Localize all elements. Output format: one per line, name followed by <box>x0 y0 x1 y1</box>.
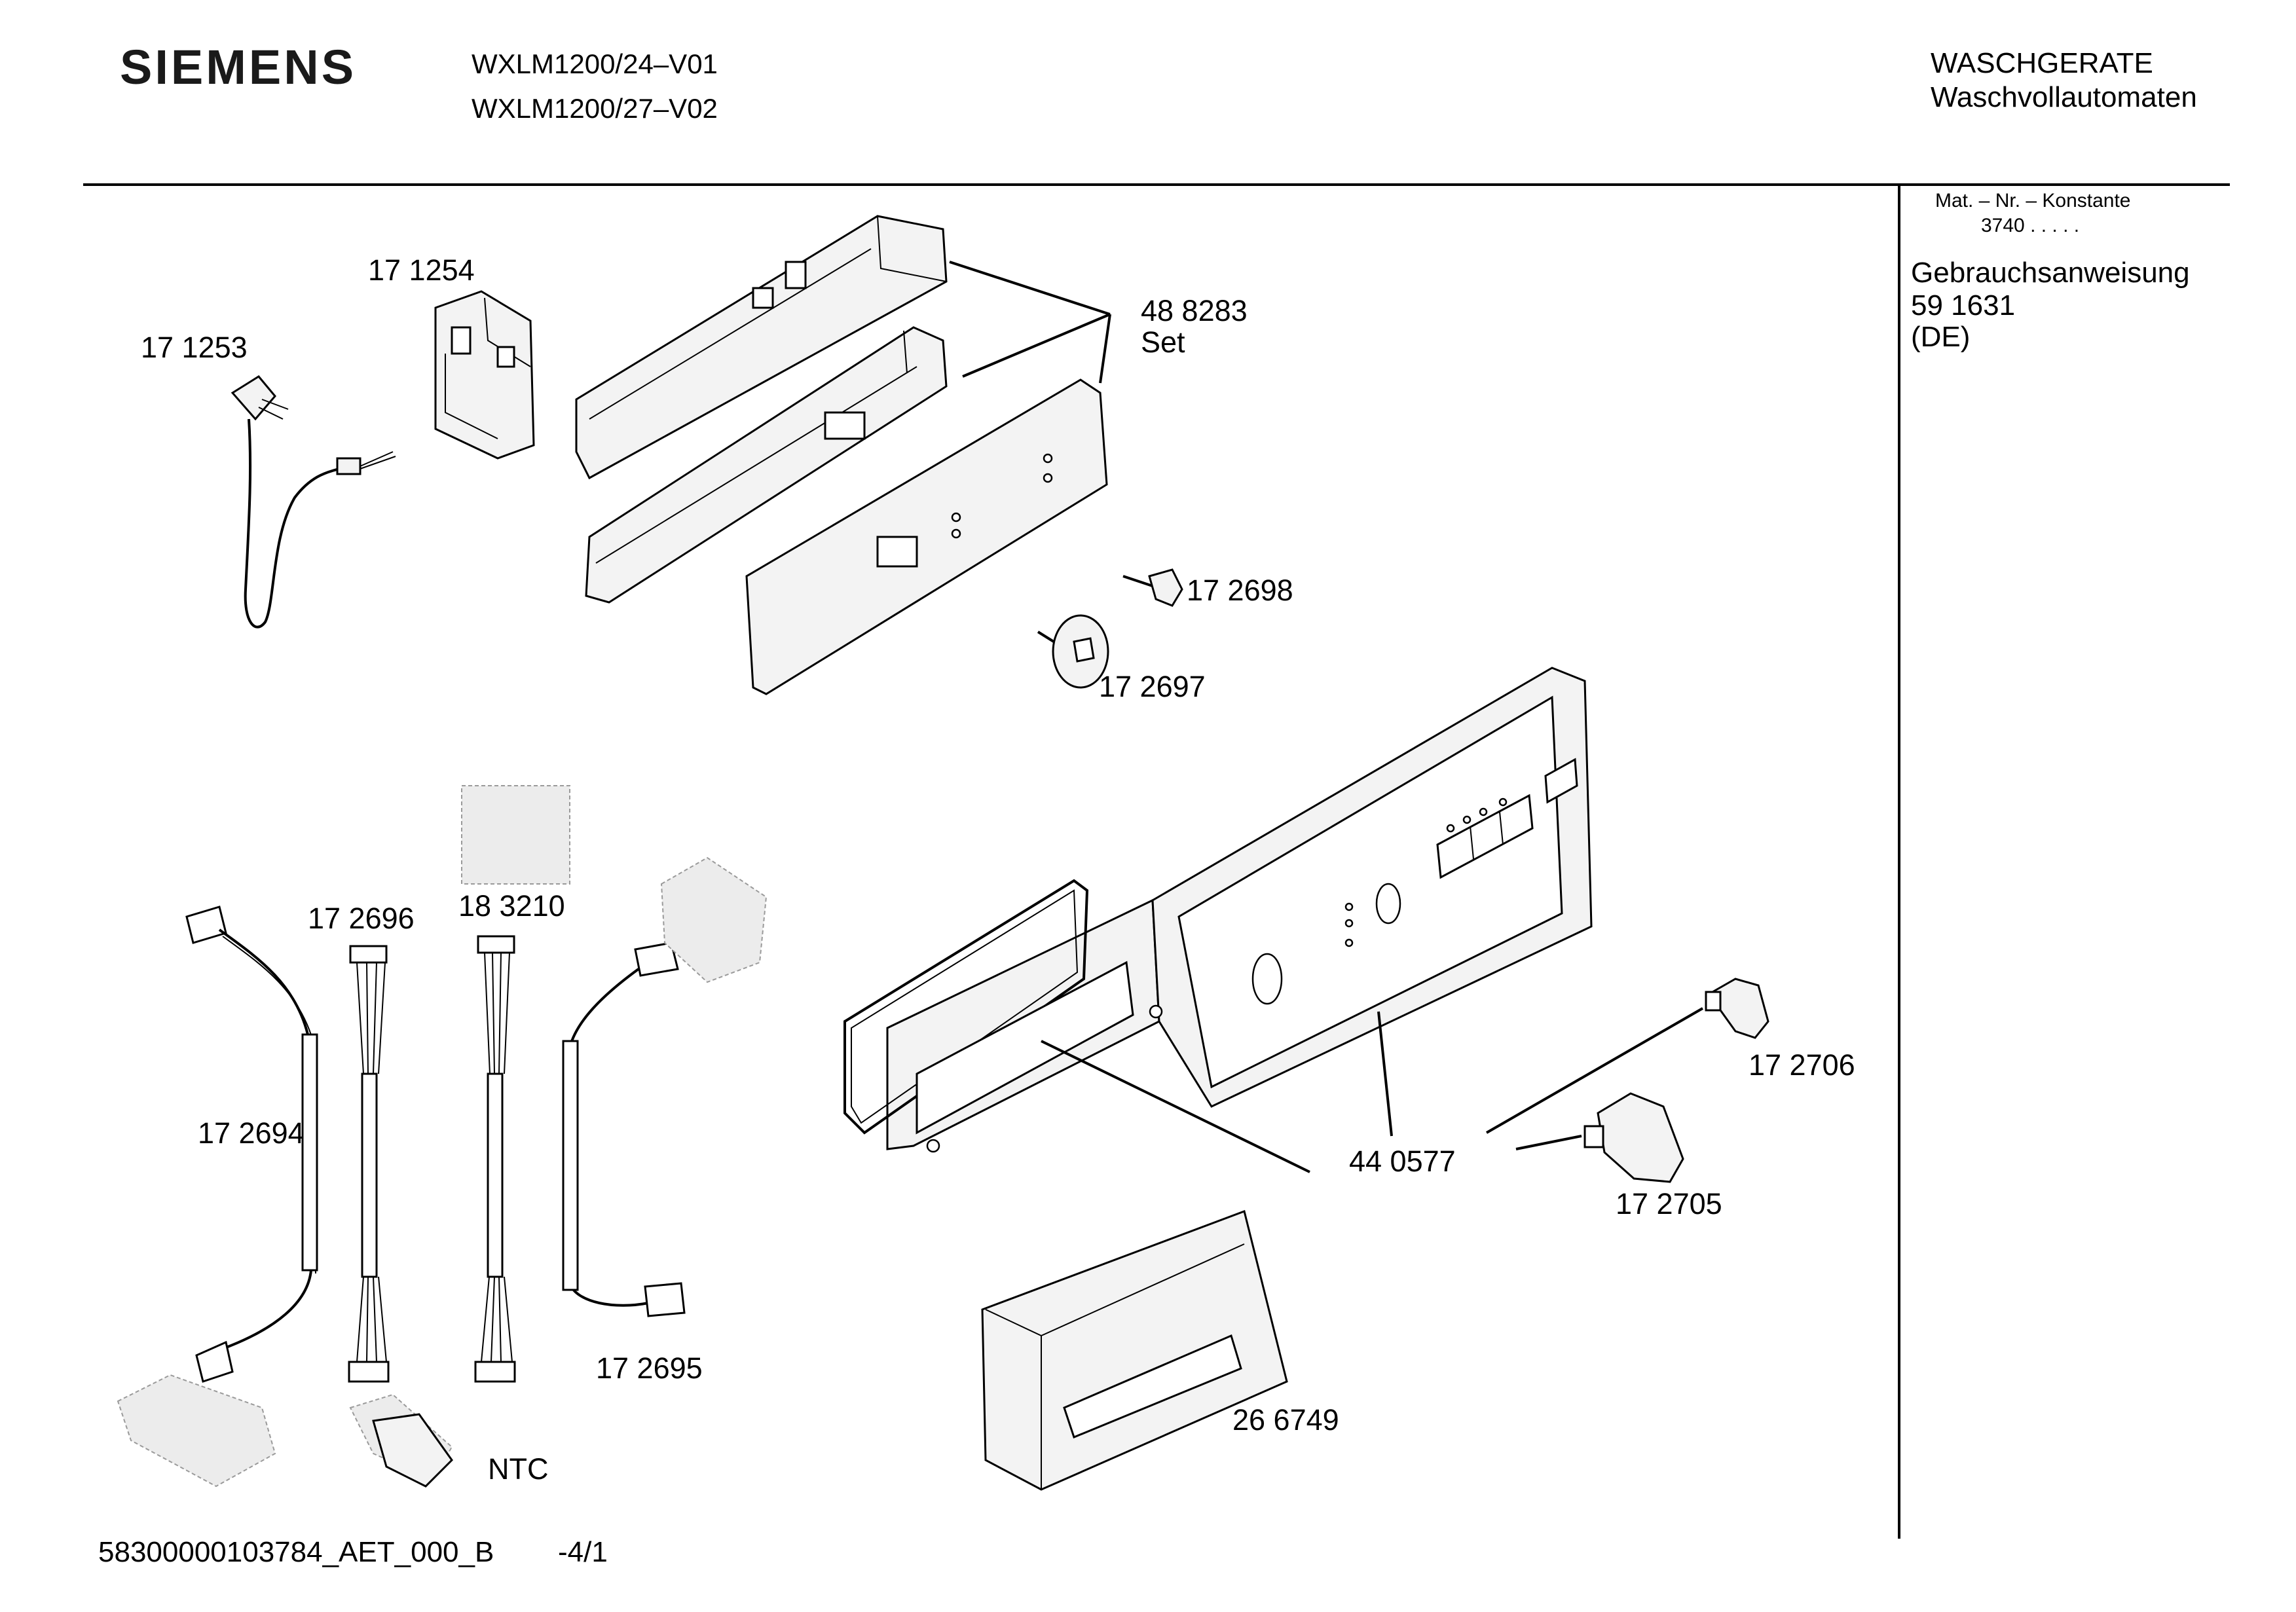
part-label-183210: 18 3210 <box>458 889 565 923</box>
part-label-172698: 17 2698 <box>1187 574 1293 607</box>
part-label-488283: 48 8283 <box>1141 294 1248 327</box>
manual-number: 59 1631 <box>1911 289 2016 321</box>
selector-knob-large-part <box>1515 1092 1684 1183</box>
subcategory-title: Waschvollautomaten <box>1931 81 2197 113</box>
wiring-harness-b-part <box>348 945 453 1481</box>
manual-title: Gebrauchsanweisung <box>1911 257 2190 289</box>
category-title: WASCHGERATE <box>1931 47 2153 79</box>
document-code: 58300000103784_AET_000_B <box>98 1536 494 1568</box>
material-number-value: 3740 . . . . . <box>1981 215 2080 236</box>
model-number-2: WXLM1200/27–V02 <box>472 93 718 124</box>
wiring-harness-a-part <box>117 906 318 1488</box>
manual-language: (DE) <box>1911 321 1971 353</box>
wiring-harness-d-part <box>562 856 768 1317</box>
screw-part <box>1122 568 1183 607</box>
power-cord-part <box>231 375 396 629</box>
material-number-label: Mat. – Nr. – Konstante <box>1935 190 2131 211</box>
knob-disc-part <box>1037 614 1109 689</box>
model-number-1: WXLM1200/24–V01 <box>472 48 718 79</box>
part-label-172706: 17 2706 <box>1749 1048 1855 1082</box>
selector-knob-small-part <box>1486 978 1769 1134</box>
page-number: -4/1 <box>558 1536 608 1568</box>
part-label-440577: 44 0577 <box>1349 1145 1456 1178</box>
part-label-172697: 17 2697 <box>1099 670 1206 703</box>
control-panel-part <box>843 667 1593 1173</box>
part-label-172705: 17 2705 <box>1616 1187 1722 1220</box>
ntc-sensor-part <box>372 1413 453 1488</box>
control-board-set-part <box>575 215 1111 695</box>
interference-filter-part <box>434 290 535 460</box>
part-label-266749: 26 6749 <box>1232 1403 1339 1437</box>
part-label-171253: 17 1253 <box>141 331 248 364</box>
part-label-172695: 17 2695 <box>596 1351 703 1385</box>
part-label-171254: 17 1254 <box>368 253 475 287</box>
part-label-488283-set: Set <box>1141 325 1185 359</box>
brand-logo: SIEMENS <box>120 40 357 94</box>
drawer-handle-part <box>981 1210 1288 1491</box>
part-label-172696: 17 2696 <box>308 902 415 935</box>
wiring-harness-c-part <box>461 785 570 1383</box>
part-label-172694: 17 2694 <box>198 1116 305 1150</box>
part-label-ntc: NTC <box>488 1452 549 1486</box>
